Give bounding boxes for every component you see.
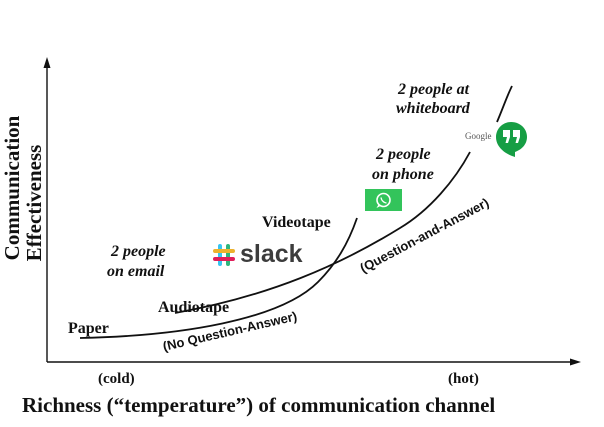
audiotape-label: Audiotape [158, 299, 229, 316]
whiteboard-label-line1: 2 people at [397, 81, 470, 98]
x-axis-arrow [570, 358, 581, 366]
question-and-answer-curve [174, 151, 471, 314]
whiteboard-curve-segment [496, 85, 513, 123]
y-axis-label-line2: Effectiveness [22, 145, 46, 262]
x-axis-cold-label: (cold) [98, 371, 135, 387]
axes [43, 57, 581, 366]
google-hangouts-logo: Google [465, 122, 527, 157]
email-label-line2: on email [107, 263, 165, 280]
slack-logo: slack [213, 240, 303, 268]
slack-icon [213, 244, 235, 266]
no-question-answer-curve [79, 217, 358, 339]
x-axis-label: Richness (“temperature”) of communicatio… [22, 393, 495, 417]
paper-label: Paper [68, 320, 109, 337]
whatsapp-icon [365, 189, 402, 211]
google-hangouts-icon [496, 122, 527, 157]
y-axis-arrow [43, 57, 51, 68]
videotape-label: Videotape [262, 214, 331, 231]
slack-wordmark: slack [240, 240, 303, 268]
phone-label-line2: on phone [372, 166, 434, 183]
email-label-line1: 2 people [110, 243, 166, 260]
x-axis-hot-label: (hot) [448, 371, 479, 387]
y-axis-label-line1: Communication [0, 115, 24, 260]
google-wordmark: Google [465, 131, 492, 141]
phone-label-line1: 2 people [375, 146, 431, 163]
whiteboard-label-line2: whiteboard [396, 100, 471, 117]
